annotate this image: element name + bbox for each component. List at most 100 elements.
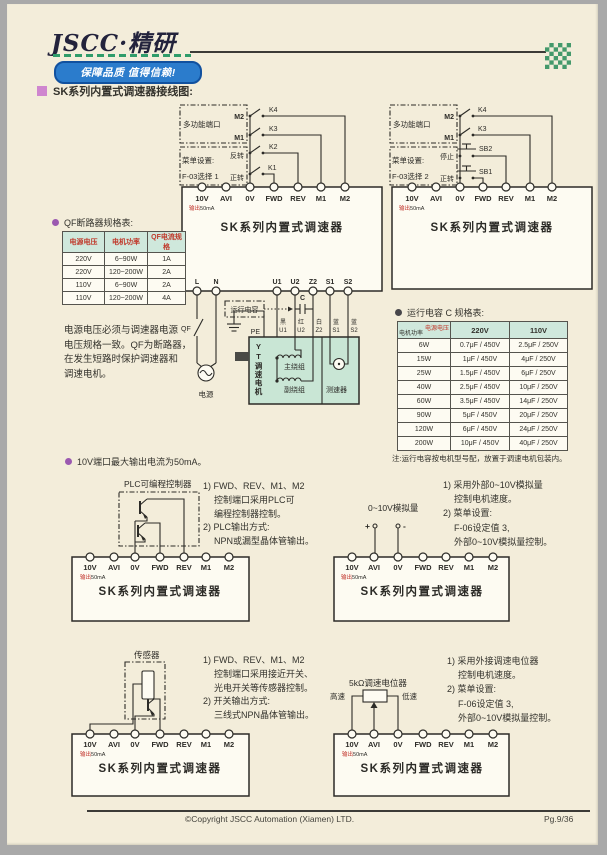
diagram-analog-control: 0~10V模拟量 + - 10V AVI 0V FWD REV M1 M2 输出… xyxy=(333,503,510,622)
diagram-sensor-control: 传感器 10V AVI 0V FWD REV M1 M2 输出50mA SK系列… xyxy=(71,650,250,797)
note-line: 1) FWD、REV、M1、M2 xyxy=(203,655,305,665)
max-current-note-text: 10V端口最大输出电流为50mA。 xyxy=(77,457,207,467)
terminal-label: M1 xyxy=(316,194,326,203)
terminal-label: M1 xyxy=(201,563,211,572)
potentiometer-label: 5kΩ调速电位器 xyxy=(349,678,407,688)
terminal-label: AVI xyxy=(430,194,442,203)
terminal-circles xyxy=(407,182,557,192)
note-line: 控制端口采用PLC可 xyxy=(214,494,295,505)
cap-cell: 90W xyxy=(397,408,451,423)
terminal-label: 10V xyxy=(345,740,358,749)
note-line: 光电开关等传感器控制。 xyxy=(214,682,314,693)
section-title: SK系列内置式调速器接线图: xyxy=(37,83,193,99)
sk-controller-title: SK系列内置式调速器 xyxy=(361,584,484,598)
switch-k2-label: K2 xyxy=(269,144,278,151)
menu-option-label: F-03选择 1 xyxy=(182,171,219,181)
terminal-label: 0V xyxy=(393,563,402,572)
cap-cell: 24μF / 250V xyxy=(509,422,568,437)
sk-controller-title: SK系列内置式调速器 xyxy=(99,761,222,775)
note-line: F-06设定值 3, xyxy=(454,522,510,533)
button-sb1-label: SB1 xyxy=(479,169,492,176)
terminal-label: FWD xyxy=(151,740,169,749)
terminal-circles xyxy=(85,729,234,739)
run-capacitor-label: 运行电容 xyxy=(231,305,259,314)
max-current-note: 10V端口最大输出电流为50mA。 xyxy=(65,455,207,468)
reverse-tag: 反转 xyxy=(230,151,244,160)
main-winding-label: 主绕组 xyxy=(284,362,305,371)
note-line: 1) 采用外接调速电位器 xyxy=(447,656,539,666)
qf-cell: 120~200W xyxy=(104,291,148,305)
cap-col-header: 220V xyxy=(450,321,510,339)
stop-tag: 停止 xyxy=(440,152,454,161)
wiring-lines xyxy=(389,104,593,290)
wire-name: S2 xyxy=(350,328,358,334)
terminal-n: N xyxy=(213,279,218,286)
cap-cell: 6W xyxy=(397,338,451,353)
qf-cell: 110V xyxy=(62,291,105,305)
terminal-label: 10V xyxy=(83,740,96,749)
plus-sign: + xyxy=(365,521,370,531)
capacitor-c-label: C xyxy=(300,295,305,302)
terminal-circles xyxy=(347,552,498,562)
note-line: 调速电机。 xyxy=(64,368,112,380)
cap-cell: 6μF / 250V xyxy=(509,366,568,381)
contact-dots xyxy=(248,114,279,383)
pe-label: PE xyxy=(251,329,261,336)
terminal-label: REV xyxy=(438,740,453,749)
terminal-label: FWD xyxy=(474,194,492,203)
terminal-label: 10V xyxy=(83,563,96,572)
cap-cell: 14μF / 250V xyxy=(509,394,568,409)
output-current-note: 输出50mA xyxy=(341,573,367,581)
cap-cell: 10μF / 450V xyxy=(450,436,510,451)
note-line: F-06设定值 3, xyxy=(458,698,514,709)
cap-table-title: 运行电容 C 规格表: xyxy=(395,306,484,319)
note-line: 2) 菜单设置: xyxy=(447,684,497,695)
cap-cell: 0.7μF / 450V xyxy=(450,338,510,353)
wire-name: S1 xyxy=(332,328,340,334)
terminal-label: REV xyxy=(290,194,305,203)
wire-color: 白 xyxy=(316,318,322,326)
terminal-circles xyxy=(85,552,234,562)
output-current-note: 输出50mA xyxy=(80,750,106,758)
m1-tag: M1 xyxy=(444,135,454,142)
power-voltage-note: 电源电压必须与调速器电源 电压规格一致。QF为断路器， 在发生短路时保护调速器和… xyxy=(64,324,196,382)
diagram-pushbutton-control-right: 多功能端口 M2 M1 菜单设置: F-03选择 2 停止 正转 K4 K3 S… xyxy=(389,104,593,290)
analog-notes: 1) 采用外部0~10V模拟量 控制电机速度。 2) 菜单设置: F-06设定值… xyxy=(443,478,593,549)
cap-table-note: 注:运行电容按电机型号配，放置于调速电机包装内。 xyxy=(392,454,567,463)
note-line: 编程控制器控制。 xyxy=(214,508,287,519)
wire-name: U1 xyxy=(279,328,287,334)
switch-k4-label: K4 xyxy=(269,107,278,114)
cap-col-header: 110V xyxy=(509,321,568,339)
menu-set-label: 菜单设置: xyxy=(392,155,424,165)
sensor-notes: 1) FWD、REV、M1、M2 控制端口采用接近开关、 光电开关等传感器控制。… xyxy=(203,654,328,723)
terminal-s1: S1 xyxy=(326,279,335,286)
forward-tag: 正转 xyxy=(440,174,454,183)
qf-cell: 1A xyxy=(147,252,186,266)
transistor-arrows xyxy=(150,711,154,716)
wire-name: Z2 xyxy=(315,328,323,334)
qf-col-header: QF电流规格 xyxy=(147,231,186,253)
wiring-lines xyxy=(333,523,510,622)
terminal-u2: U2 xyxy=(291,279,300,286)
output-current-note: 输出50mA xyxy=(80,573,106,581)
terminal-label: 0V xyxy=(130,563,139,572)
motor-vertical-label: YT调速电机 xyxy=(254,342,263,396)
terminal-label: M2 xyxy=(224,563,234,572)
page-number: Pg.9/36 xyxy=(544,814,574,824)
sensor-box-title: 传感器 xyxy=(134,650,160,660)
note-line: 1) 采用外部0~10V模拟量 xyxy=(443,480,543,490)
note-line: 在发生短路时保护调速器和 xyxy=(64,354,179,365)
cap-cell: 2.5μF / 450V xyxy=(450,380,510,395)
section-title-text: SK系列内置式调速器接线图: xyxy=(53,86,193,98)
qf-cell: 220V xyxy=(62,265,105,279)
bullet-icon xyxy=(52,219,59,226)
terminal-label: M2 xyxy=(488,740,498,749)
note-line: 1) FWD、REV、M1、M2 xyxy=(203,481,305,491)
